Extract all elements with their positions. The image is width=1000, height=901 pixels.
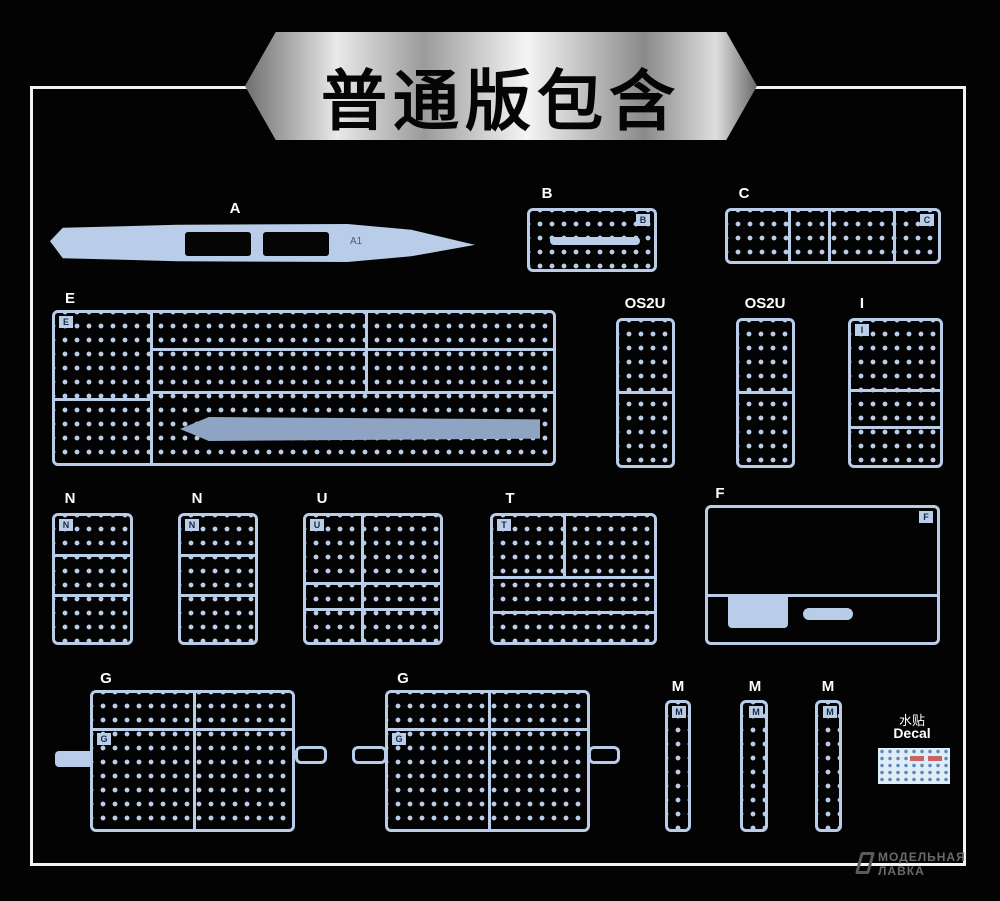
sprue-tag: T [497,519,511,531]
sprue-label-e: E [64,290,76,307]
sprue-c: C [725,208,941,264]
sprue-os2u-2 [736,318,795,468]
sprue-label-os2u: OS2U [624,295,666,312]
sprue-m-1: M [665,700,691,832]
sprue-handle [352,746,387,764]
runner [828,211,831,261]
sprue-b: B [527,208,657,272]
runner [193,693,196,829]
sprue-tag: I [855,324,869,336]
part-number-a1: A1 [350,236,363,247]
runner [851,389,940,392]
runner [150,313,153,463]
watermark-line2: ЛАВКА [878,864,925,878]
sprue-label-g: G [397,670,409,687]
sprue-t: T [490,513,657,645]
decal-marking [910,756,924,761]
sprue-f: F [705,505,940,645]
watermark-line1: МОДЕЛЬНАЯ [878,850,966,864]
sprue-label-t: T [505,490,515,507]
sprue-a-hull: A1 [50,224,475,262]
runner [708,594,937,597]
runner [488,693,491,829]
sprue-tag: B [636,214,650,226]
sprue-u: U [303,513,443,645]
runner [493,611,654,614]
sprue-tag: E [59,316,73,328]
runner [150,391,555,394]
runner [493,576,654,579]
hull-opening [185,232,251,256]
runner [739,391,792,394]
sprue-label-u: U [316,490,328,507]
deck-part [180,417,540,441]
sprue-n-1: N [52,513,133,645]
sprue-tag: U [310,519,324,531]
sprue-label-m: M [821,678,835,695]
runner [361,516,364,642]
runner [893,211,896,261]
part [803,608,853,620]
sprue-handle [588,746,620,764]
runner [150,348,555,351]
sprue-label-b: B [541,185,553,202]
sprue-os2u-1 [616,318,675,468]
sprue-label-os2u: OS2U [744,295,786,312]
decal-label: Decal [893,725,931,741]
sprue-e: E [52,310,556,466]
sprue-tag: G [97,733,111,745]
title-banner: 普通版包含 [245,32,757,140]
sprue-m-2: M [740,700,768,832]
runner [55,554,130,557]
runner [306,608,440,611]
sprue-g-1: G [55,690,295,832]
runner [55,398,150,401]
part [728,594,788,628]
sprue-tag: N [185,519,199,531]
page-title: 普通版包含 [321,63,681,140]
decal-marking [928,756,942,761]
sprue-label-m: M [748,678,762,695]
sprue-tag: M [823,706,837,718]
sprue-m-3: M [815,700,842,832]
part [550,237,640,245]
sprue-tag: F [919,511,933,523]
runner [93,728,292,731]
runner [619,391,672,394]
sprue-label-g: G [100,670,112,687]
runner [388,728,587,731]
runner [788,211,791,261]
runner [851,426,940,429]
sprue-label-i: I [859,295,865,312]
sprue-tag: M [749,706,763,718]
runner [365,313,368,391]
sprue-n-2: N [178,513,258,645]
sprue-g-2: G [385,690,590,832]
hull-opening [263,232,329,256]
sprue-tag: C [920,214,934,226]
sprue-handle [295,746,327,764]
sprue-i: I [848,318,943,468]
sprue-label-c: C [738,185,750,202]
sprue-tag: N [59,519,73,531]
sprue-tag: G [392,733,406,745]
runner [55,594,130,597]
decal-sheet [878,748,950,784]
runner [181,594,255,597]
sprue-label-n: N [64,490,76,507]
runner [181,554,255,557]
sprue-label-f: F [715,485,725,502]
decal-label-cn: 水贴 [898,714,926,729]
sprue-label-n: N [191,490,203,507]
runner [306,582,440,585]
watermark: МОДЕЛЬНАЯ ЛАВКА [878,850,966,878]
sprue-label-m: M [671,678,685,695]
sprue-label-a: A [229,200,241,217]
runner [563,516,566,576]
sprue-handle [55,751,93,767]
sprue-tag: M [672,706,686,718]
